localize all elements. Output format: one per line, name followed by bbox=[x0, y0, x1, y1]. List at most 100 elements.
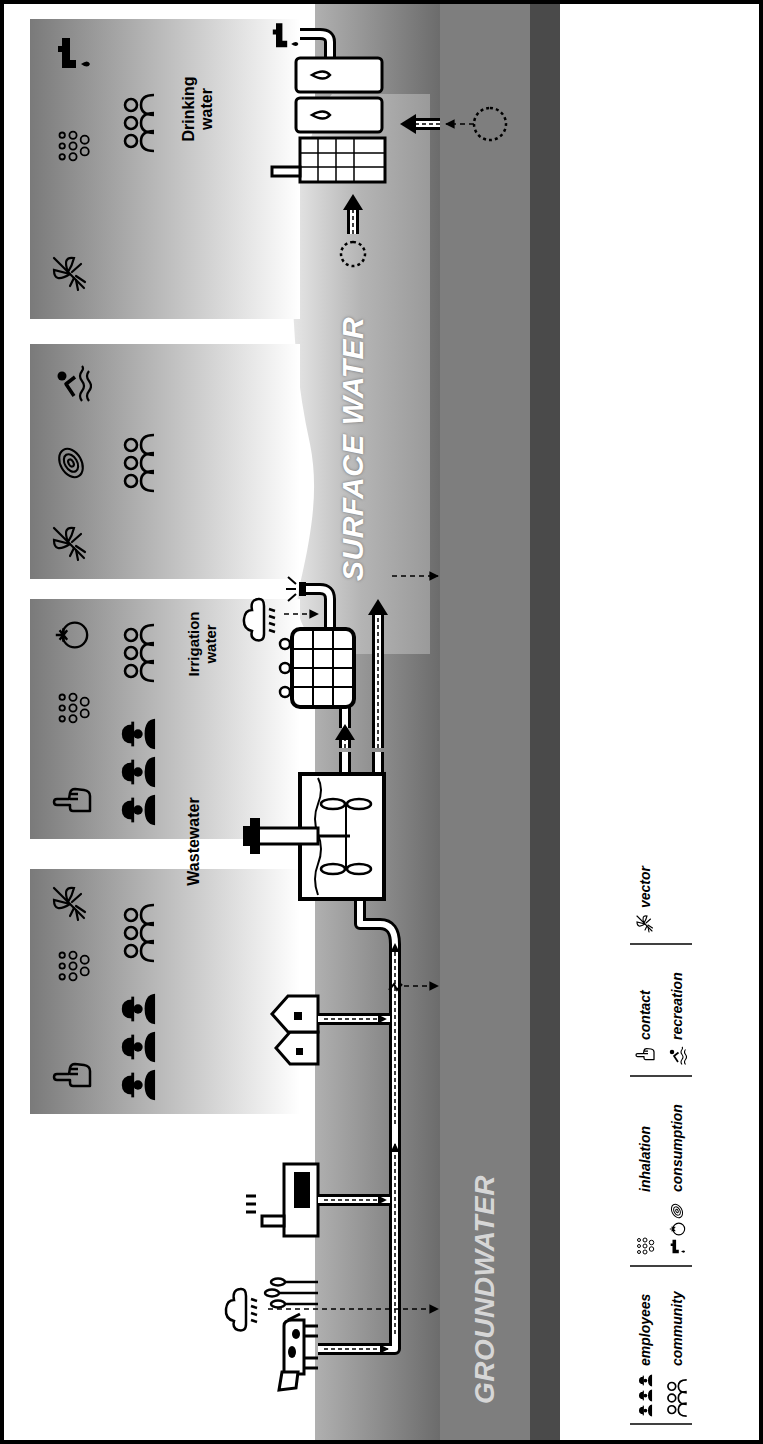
farm bbox=[265, 1279, 318, 1308]
irrigation-plant bbox=[306, 589, 330, 631]
pipe-connector bbox=[400, 114, 440, 134]
drinking-water-plant bbox=[300, 34, 330, 60]
farm bbox=[288, 1346, 296, 1358]
pipe-wall bbox=[372, 613, 384, 748]
exposure-icons bbox=[122, 1070, 155, 1100]
legend-symbol bbox=[671, 1240, 685, 1254]
drinking-water-plant bbox=[296, 58, 382, 92]
legend-text: community bbox=[669, 1291, 685, 1366]
exposure-icons bbox=[122, 757, 155, 787]
exposure-icons bbox=[54, 888, 85, 920]
arrow-head bbox=[343, 194, 363, 210]
factory bbox=[246, 1164, 318, 1236]
drinking-water-plant bbox=[300, 138, 385, 182]
groundwater-band: GROUNDWATER bbox=[440, 0, 530, 1444]
legend-item: consumption bbox=[664, 1104, 690, 1256]
legend-symbol bbox=[670, 1223, 685, 1235]
irrigation-plant bbox=[280, 687, 290, 697]
wastewater-plant bbox=[250, 818, 260, 854]
legend-icon bbox=[666, 1366, 688, 1418]
treatment-plant: Wastewater bbox=[185, 749, 390, 935]
houses bbox=[296, 1048, 303, 1055]
wastewater-plant bbox=[321, 799, 345, 809]
arrow-head bbox=[400, 114, 416, 134]
treatment-plant: Irrigation water bbox=[185, 564, 365, 724]
legend-symbol bbox=[639, 1405, 652, 1417]
legend-symbol bbox=[635, 1046, 655, 1066]
drinking-water-plant bbox=[341, 242, 365, 266]
infiltration-arrows bbox=[268, 1308, 438, 1310]
flow-line bbox=[377, 613, 379, 748]
exposure-icons bbox=[125, 95, 154, 151]
sewer-pipes bbox=[324, 1348, 388, 1350]
drinking-water-plant bbox=[300, 138, 385, 182]
exposure-icons bbox=[60, 132, 89, 161]
legend-symbol bbox=[639, 1375, 652, 1387]
arrow-head bbox=[368, 599, 388, 615]
legend-symbol bbox=[667, 1046, 687, 1066]
legend-icon bbox=[635, 1040, 655, 1066]
legend-icon bbox=[635, 908, 655, 934]
legend-icon bbox=[667, 1040, 687, 1066]
drinking-water-plant bbox=[272, 23, 506, 266]
ground-bands bbox=[440, 0, 530, 1444]
treatment-plant: Drinking water bbox=[180, 24, 400, 194]
farm bbox=[271, 1301, 285, 1308]
exposure-panels bbox=[30, 19, 300, 1114]
sewer-pipes bbox=[394, 944, 396, 1124]
irrigation-plant bbox=[280, 663, 290, 673]
legend-separators bbox=[630, 1075, 692, 1077]
factory bbox=[262, 1216, 284, 1226]
exposure-icons bbox=[56, 623, 87, 648]
exposure-icons bbox=[60, 952, 89, 981]
pipe-wall bbox=[414, 118, 440, 130]
sewer-pipes bbox=[318, 895, 402, 1349]
infiltration-arrows bbox=[268, 576, 438, 1309]
band-label: GROUNDWATER bbox=[469, 1175, 501, 1404]
wastewater-plant bbox=[243, 826, 250, 846]
water-body: SURFACE WATER bbox=[318, 234, 388, 599]
legend-symbol bbox=[637, 1373, 653, 1388]
legend-text: recreation bbox=[669, 972, 685, 1040]
exposure-icons bbox=[54, 445, 87, 482]
legend-symbol bbox=[668, 1220, 686, 1238]
pipe-bore bbox=[375, 613, 381, 748]
drinking-water-plant bbox=[446, 123, 474, 125]
irrigation-plant bbox=[280, 577, 354, 728]
legend-icon bbox=[668, 1192, 686, 1256]
irrigation-plant bbox=[292, 629, 354, 707]
plant-label: Drinking water bbox=[180, 62, 217, 157]
drinking-water-plant bbox=[296, 98, 382, 132]
factory bbox=[284, 1164, 318, 1236]
drinking-water-plant bbox=[312, 112, 330, 119]
pipe-bore bbox=[414, 121, 440, 127]
ground-bands bbox=[530, 0, 560, 1444]
exposure-icons bbox=[54, 528, 85, 560]
wastewater-plant bbox=[243, 752, 384, 899]
pipe-connector bbox=[343, 194, 363, 234]
legend-symbol bbox=[637, 916, 653, 932]
sewer-pipes bbox=[389, 984, 402, 990]
pipe-connector bbox=[335, 724, 355, 748]
legend-separators bbox=[630, 1423, 692, 1425]
infiltration-arrows bbox=[404, 985, 438, 987]
legend-text: contact bbox=[637, 990, 653, 1040]
rain-clouds bbox=[226, 1289, 257, 1331]
legend-icon bbox=[635, 1192, 655, 1256]
farm bbox=[271, 1279, 285, 1286]
legend-text: inhalation bbox=[637, 1126, 653, 1192]
exposure-icons bbox=[54, 1064, 90, 1086]
wastewater-plant bbox=[347, 799, 371, 809]
legend-symbol bbox=[637, 1403, 653, 1418]
legend-icon bbox=[637, 1366, 653, 1418]
wastewater-plant bbox=[345, 804, 347, 869]
legend-symbol bbox=[668, 1202, 686, 1220]
farm bbox=[292, 1329, 300, 1339]
houses bbox=[272, 996, 318, 1064]
legend-item: employees bbox=[632, 1294, 658, 1418]
legend-text: vector bbox=[637, 866, 653, 908]
factory bbox=[294, 1172, 310, 1208]
wastewater-plant bbox=[347, 864, 371, 874]
